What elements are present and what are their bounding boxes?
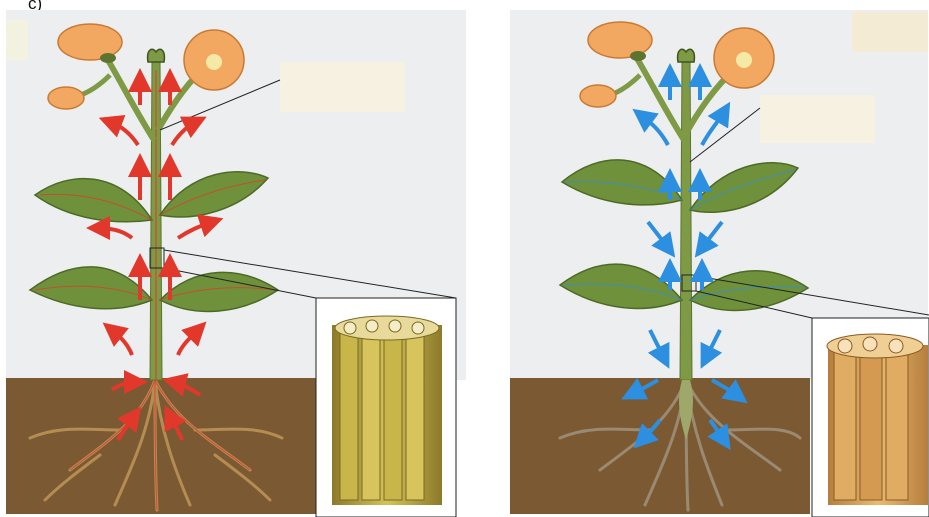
left-label-box	[280, 62, 405, 112]
right-stem	[680, 60, 692, 380]
right-flower-bud	[580, 85, 616, 107]
right-soil	[510, 378, 810, 514]
right-label-box	[760, 95, 875, 143]
right-flower-top-right	[714, 28, 774, 88]
left-panel-xylem	[6, 10, 466, 517]
left-stem-apex	[148, 49, 165, 62]
right-panel-phloem	[510, 10, 929, 517]
xylem-tissue-inset	[332, 316, 442, 505]
left-flower-bud	[48, 87, 84, 109]
phloem-tissue-inset	[827, 334, 928, 505]
right-stem-apex	[678, 49, 695, 62]
right-panel-tab	[852, 12, 928, 52]
left-panel-tab	[6, 20, 28, 60]
left-flower-top-right	[184, 30, 244, 90]
